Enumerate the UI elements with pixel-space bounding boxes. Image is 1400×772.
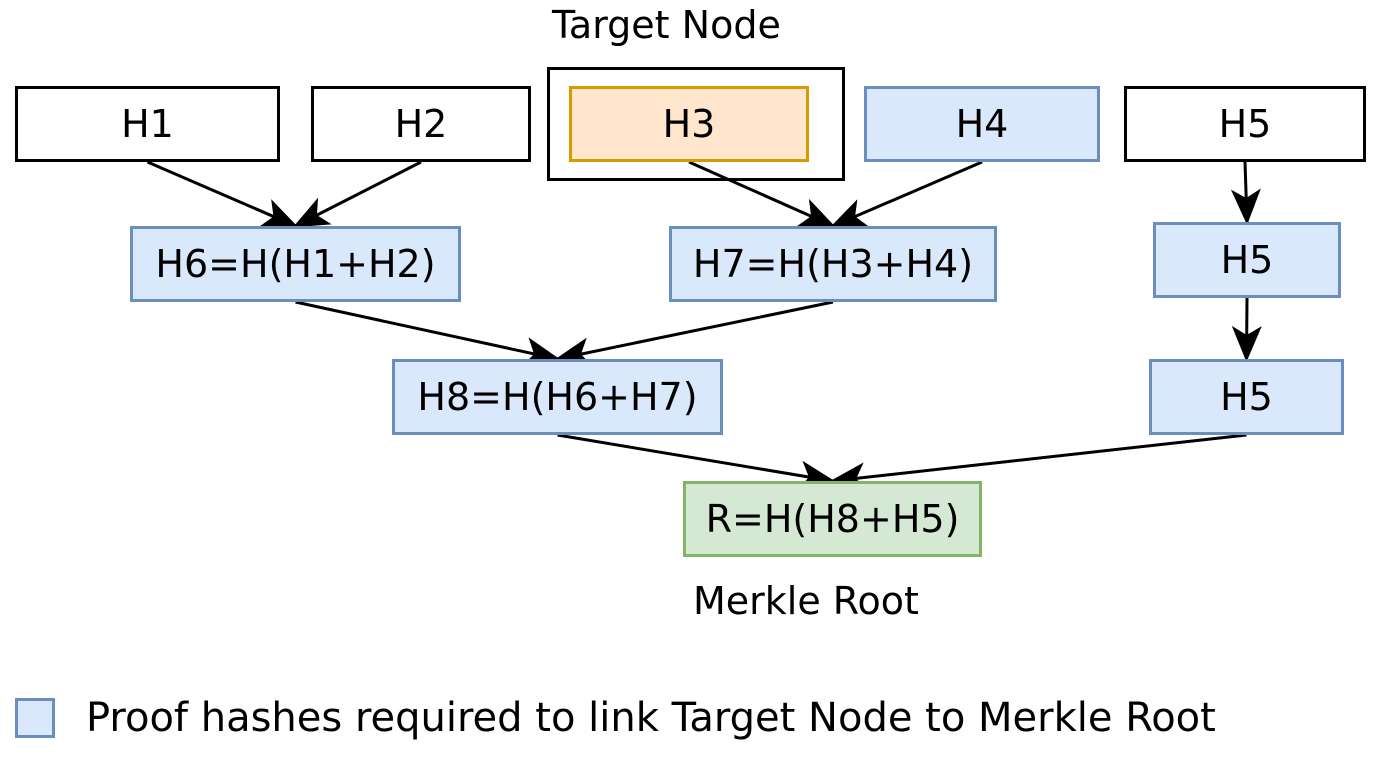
edge-h5_mid-to-h5_low [1231, 297, 1262, 362]
node-h5-low: H5 [1149, 359, 1344, 435]
node-h4: H4 [864, 86, 1100, 162]
node-h7: H7=H(H3+H4) [669, 226, 997, 302]
node-h3: H3 [569, 86, 809, 162]
node-h1: H1 [15, 86, 280, 162]
node-h5: H5 [1124, 86, 1366, 162]
edge-h4-to-h7 [830, 160, 983, 228]
node-h6: H6=H(H1+H2) [130, 226, 461, 302]
node-h2: H2 [311, 86, 531, 162]
merkle-root-label: Merkle Root [693, 579, 919, 623]
edge-h5_low-to-root [829, 433, 1247, 493]
target-node-frame [547, 67, 845, 181]
edge-h6-to-h8 [295, 300, 561, 367]
edge-h8-to-root [557, 433, 836, 491]
edge-h1-to-h6 [146, 160, 299, 228]
legend-swatch [15, 698, 55, 738]
edge-h5-to-h5_mid [1230, 161, 1261, 225]
edge-h3-to-h7 [688, 160, 836, 228]
node-h8: H8=H(H6+H7) [392, 359, 723, 435]
merkle-root-node: R=H(H8+H5) [683, 481, 982, 557]
edge-h2-to-h6 [292, 160, 422, 228]
target-node-label: Target Node [552, 3, 781, 47]
node-h5-mid: H5 [1153, 222, 1341, 298]
edge-h7-to-h8 [554, 300, 834, 368]
legend-text: Proof hashes required to link Target Nod… [86, 695, 1216, 741]
